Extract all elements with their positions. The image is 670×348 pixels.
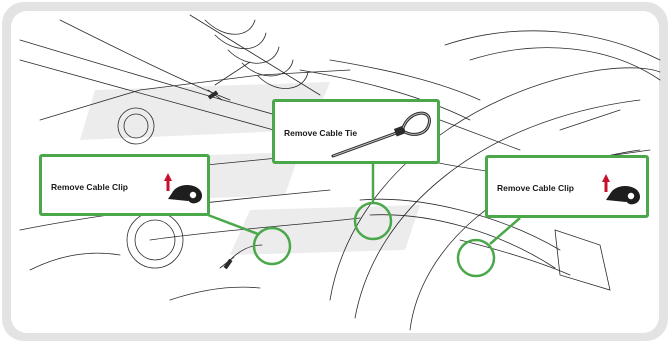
- right-clip-marker: [456, 238, 496, 278]
- callout-remove-cable-tie: Remove Cable Tie: [272, 99, 440, 164]
- cable-clip-icon: [164, 173, 202, 204]
- left-clip-marker: [252, 226, 292, 266]
- right-leader: [489, 217, 521, 245]
- callout-label: Remove Cable Clip: [497, 183, 574, 193]
- leader-lines: [207, 164, 521, 245]
- callout-label: Remove Cable Clip: [51, 182, 128, 192]
- left-leader: [207, 213, 259, 236]
- cable-tie-icon: [331, 111, 431, 158]
- arrow-up-icon: [602, 174, 610, 192]
- callout-label: Remove Cable Tie: [284, 128, 358, 138]
- highlight-markers: [252, 201, 496, 278]
- callout-remove-cable-clip-left: Remove Cable Clip: [39, 154, 210, 216]
- cable-clip-icon: [602, 174, 640, 205]
- callout-remove-cable-clip-right: Remove Cable Clip: [485, 155, 649, 218]
- arrow-up-icon: [164, 173, 172, 191]
- cable-ends: [207, 90, 233, 270]
